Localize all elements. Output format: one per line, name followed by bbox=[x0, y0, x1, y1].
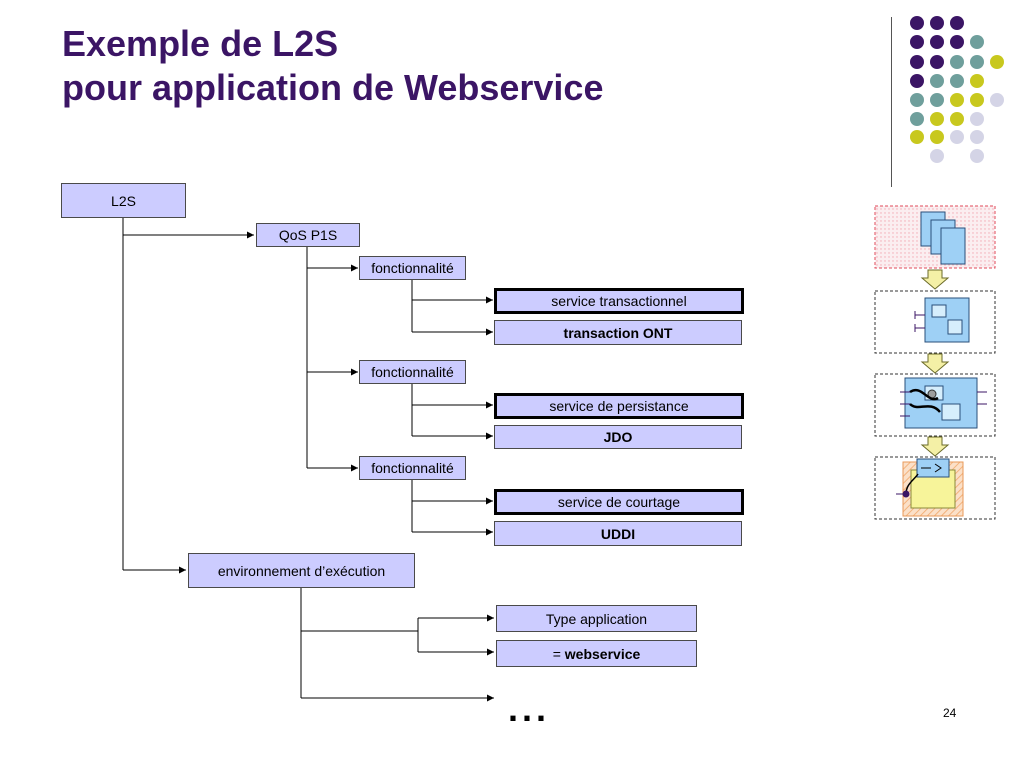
node-l2s: L2S bbox=[61, 183, 186, 218]
documents-icon bbox=[874, 205, 996, 269]
dot bbox=[910, 74, 924, 88]
dot bbox=[950, 130, 964, 144]
node-func2-service: service de persistance bbox=[494, 393, 744, 419]
node-env-value-prefix: = bbox=[552, 645, 565, 662]
dot bbox=[910, 93, 924, 107]
node-env: environnement d’exécution bbox=[188, 553, 415, 588]
node-func1-service: service transactionnel bbox=[494, 288, 744, 314]
node-env-type: Type application bbox=[496, 605, 697, 632]
dot bbox=[950, 55, 964, 69]
node-func3-impl: UDDI bbox=[494, 521, 742, 546]
node-func2: fonctionnalité bbox=[359, 360, 466, 384]
dot bbox=[970, 130, 984, 144]
slide-title: Exemple de L2S pour application de Webse… bbox=[62, 22, 603, 110]
down-arrow-icon bbox=[920, 436, 950, 457]
component-icon bbox=[874, 290, 996, 354]
node-env-value-text: webservice bbox=[564, 645, 641, 662]
dot bbox=[970, 35, 984, 49]
node-func2-impl: JDO bbox=[494, 425, 742, 449]
dot bbox=[950, 35, 964, 49]
dot bbox=[930, 55, 944, 69]
dot bbox=[970, 112, 984, 126]
dot bbox=[970, 74, 984, 88]
slide-title-line-1: Exemple de L2S bbox=[62, 23, 339, 64]
dot bbox=[910, 112, 924, 126]
dot bbox=[910, 16, 924, 30]
dot bbox=[930, 130, 944, 144]
dot bbox=[950, 16, 964, 30]
dot bbox=[910, 35, 924, 49]
dot bbox=[930, 93, 944, 107]
decorative-divider bbox=[891, 17, 892, 187]
dot bbox=[930, 16, 944, 30]
node-qos: QoS P1S bbox=[256, 223, 360, 247]
dot bbox=[950, 93, 964, 107]
continuation-ellipsis: ... bbox=[508, 688, 551, 729]
node-env-value: = webservice bbox=[496, 640, 697, 667]
dot bbox=[990, 93, 1004, 107]
dot bbox=[930, 74, 944, 88]
node-func1-impl: transaction ONT bbox=[494, 320, 742, 345]
slide-title-line-2: pour application de Webservice bbox=[62, 67, 604, 108]
down-arrow-icon bbox=[920, 353, 950, 374]
composite-component-icon bbox=[874, 373, 996, 437]
dot bbox=[950, 112, 964, 126]
folder-component-icon bbox=[874, 456, 996, 520]
node-func3: fonctionnalité bbox=[359, 456, 466, 480]
dot bbox=[930, 149, 944, 163]
dot bbox=[930, 112, 944, 126]
down-arrow-icon bbox=[920, 269, 950, 290]
dot bbox=[970, 93, 984, 107]
dot bbox=[930, 35, 944, 49]
node-func3-service: service de courtage bbox=[494, 489, 744, 515]
dot bbox=[970, 149, 984, 163]
node-func1: fonctionnalité bbox=[359, 256, 466, 280]
dot bbox=[970, 55, 984, 69]
dot bbox=[910, 130, 924, 144]
page-number: 24 bbox=[943, 706, 957, 720]
dot bbox=[950, 74, 964, 88]
dot bbox=[910, 55, 924, 69]
dot bbox=[990, 55, 1004, 69]
